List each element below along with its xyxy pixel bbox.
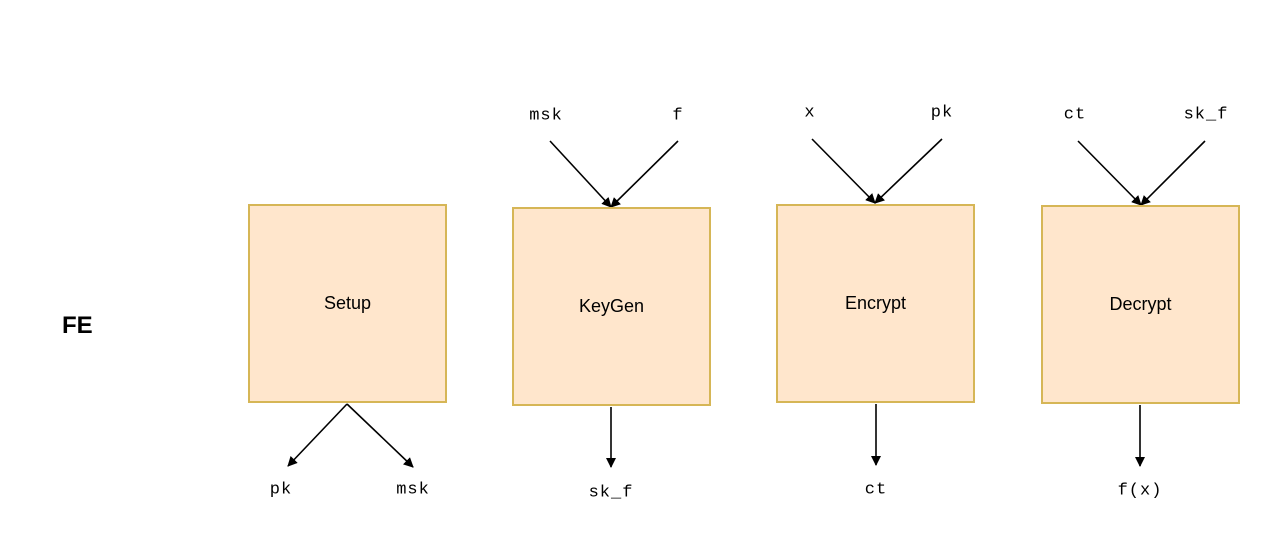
encrypt-output-ct: ct (864, 480, 888, 500)
arrow-setup-to-msk (346, 403, 414, 468)
encrypt-input-x: x (804, 103, 816, 123)
decrypt-input-skf: sk_f (1183, 105, 1229, 125)
setup-output-msk: msk (396, 480, 430, 500)
setup-box: Setup (248, 204, 447, 403)
arrow-skf-to-decrypt (1140, 140, 1206, 206)
keygen-input-f: f (672, 106, 684, 126)
decrypt-box-label: Decrypt (1109, 294, 1172, 314)
encrypt-box: Encrypt (776, 204, 975, 403)
keygen-input-msk: msk (529, 106, 563, 126)
keygen-box-label: KeyGen (578, 296, 645, 316)
arrow-msk-to-keygen (549, 140, 612, 208)
setup-output-pk: pk (269, 480, 293, 500)
setup-box-label: Setup (323, 293, 372, 313)
arrow-ct-to-decrypt (1077, 140, 1142, 206)
encrypt-input-pk: pk (930, 103, 954, 123)
diagram-title: FE (62, 312, 93, 339)
arrow-x-to-encrypt (811, 138, 876, 204)
decrypt-output-fx: f(x) (1117, 481, 1163, 501)
arrow-f-to-keygen (610, 140, 679, 208)
keygen-box: KeyGen (512, 207, 711, 406)
encrypt-box-label: Encrypt (844, 293, 907, 313)
decrypt-box: Decrypt (1041, 205, 1240, 404)
arrow-setup-to-pk (287, 403, 348, 467)
arrow-pk-to-encrypt (874, 138, 943, 204)
keygen-output-skf: sk_f (588, 483, 634, 503)
decrypt-input-ct: ct (1063, 105, 1087, 125)
